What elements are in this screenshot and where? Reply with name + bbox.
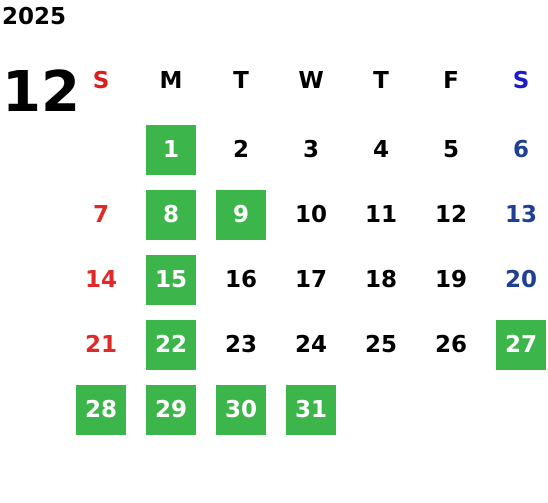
day-cell-23[interactable]: 23 <box>224 332 257 358</box>
day-cell-26[interactable]: 26 <box>434 332 467 358</box>
day-cell-16[interactable]: 16 <box>224 267 257 293</box>
day-cell-12[interactable]: 12 <box>434 202 467 228</box>
weekday-label-friday: F <box>443 68 459 94</box>
day-cell-11[interactable]: 11 <box>364 202 397 228</box>
weekday-label-tuesday: T <box>233 68 249 94</box>
day-cell-1[interactable]: 1 <box>146 125 196 175</box>
month-number: 12 <box>2 60 80 125</box>
day-cell-21[interactable]: 21 <box>84 332 117 358</box>
weekday-label-saturday: S <box>512 68 530 94</box>
day-cell-18[interactable]: 18 <box>364 267 397 293</box>
day-cell-29[interactable]: 29 <box>146 385 196 435</box>
day-cell-15[interactable]: 15 <box>146 255 196 305</box>
day-cell-9[interactable]: 9 <box>216 190 266 240</box>
day-cell-8[interactable]: 8 <box>146 190 196 240</box>
day-cell-2[interactable]: 2 <box>232 137 249 163</box>
day-cell-30[interactable]: 30 <box>216 385 266 435</box>
day-cell-13[interactable]: 13 <box>504 202 537 228</box>
day-cell-20[interactable]: 20 <box>504 267 537 293</box>
day-cell-14[interactable]: 14 <box>84 267 117 293</box>
day-cell-6[interactable]: 6 <box>512 137 529 163</box>
day-cell-31[interactable]: 31 <box>286 385 336 435</box>
day-cell-22[interactable]: 22 <box>146 320 196 370</box>
weekday-label-wednesday: W <box>298 68 324 94</box>
weekday-label-thursday: T <box>373 68 389 94</box>
year-label: 2025 <box>2 4 67 30</box>
weekday-label-monday: M <box>159 68 183 94</box>
day-cell-28[interactable]: 28 <box>76 385 126 435</box>
day-cell-4[interactable]: 4 <box>372 137 389 163</box>
day-cell-19[interactable]: 19 <box>434 267 467 293</box>
day-cell-24[interactable]: 24 <box>294 332 327 358</box>
day-cell-17[interactable]: 17 <box>294 267 327 293</box>
day-cell-3[interactable]: 3 <box>302 137 319 163</box>
day-cell-5[interactable]: 5 <box>442 137 459 163</box>
day-cell-27[interactable]: 27 <box>496 320 546 370</box>
day-cell-25[interactable]: 25 <box>364 332 397 358</box>
day-cell-7[interactable]: 7 <box>92 202 109 228</box>
day-cell-10[interactable]: 10 <box>294 202 327 228</box>
weekday-label-sunday: S <box>92 68 110 94</box>
